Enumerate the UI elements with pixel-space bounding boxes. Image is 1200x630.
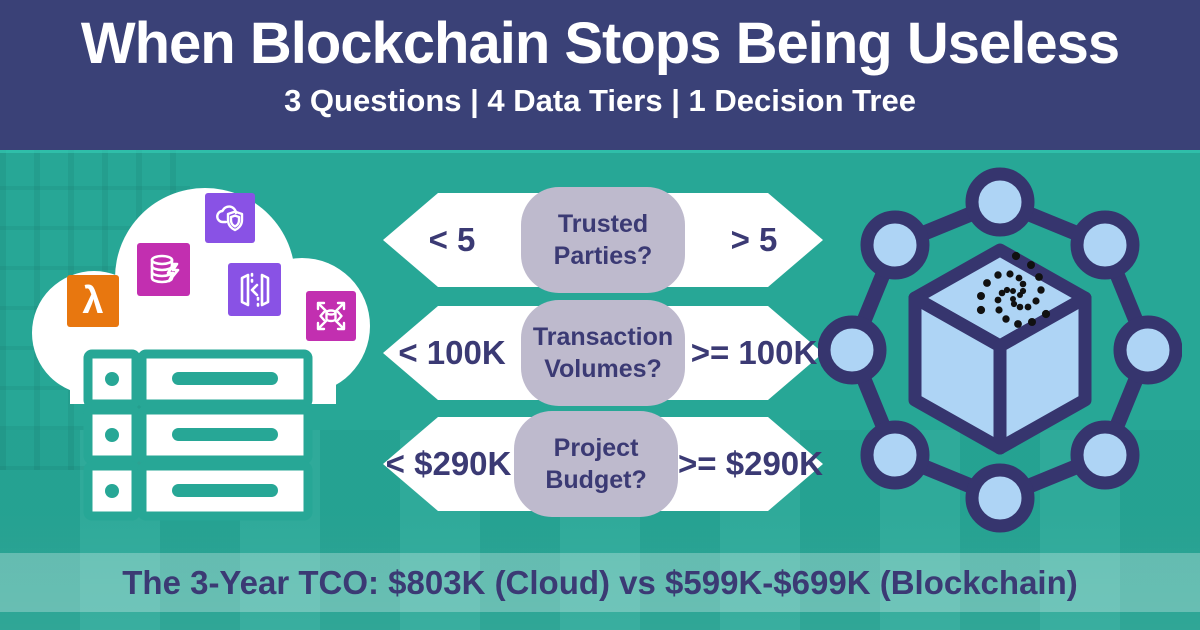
decision-row-trusted-parties: < 5 Trusted Parties? > 5 — [383, 187, 823, 293]
decision-row-project-budget: < $290K Project Budget? >= $290K — [383, 411, 823, 517]
network-nodes — [817, 167, 1183, 533]
decision-option-right: >= $290K — [678, 445, 823, 482]
cloud-stack-graphic: λ — [22, 168, 374, 536]
header-banner: When Blockchain Stops Being Useless 3 Qu… — [0, 0, 1200, 150]
aws-scaling-icon — [306, 291, 356, 341]
aws-lambda-icon: λ — [67, 275, 119, 327]
decision-option-left: < 5 — [428, 221, 476, 258]
tco-banner: The 3-Year TCO: $803K (Cloud) vs $599K-$… — [0, 553, 1200, 612]
decision-question-text: Project Budget? — [545, 433, 647, 495]
iota-logo-dots — [976, 251, 1051, 328]
decision-row-transaction-volumes: < 100K Transaction Volumes? >= 100K — [383, 300, 823, 406]
aws-api-gateway-icon — [228, 263, 281, 316]
decision-question-pill: Project Budget? — [514, 411, 679, 517]
page-title: When Blockchain Stops Being Useless — [80, 11, 1120, 76]
decision-option-right: > 5 — [730, 221, 778, 258]
decision-question-text: Trusted Parties? — [553, 209, 653, 271]
decision-question-pill: Trusted Parties? — [521, 187, 685, 293]
aws-cloud-security-icon — [205, 193, 255, 243]
tco-text: The 3-Year TCO: $803K (Cloud) vs $599K-$… — [122, 563, 1078, 601]
page-subtitle: 3 Questions | 4 Data Tiers | 1 Decision … — [284, 82, 916, 118]
cube-icon — [908, 243, 1092, 455]
decision-option-right: >= 100K — [690, 334, 818, 371]
server-rack-icon — [83, 349, 313, 521]
decision-option-left: < 100K — [398, 334, 506, 371]
decision-question-pill: Transaction Volumes? — [521, 300, 685, 406]
decision-option-left: < $290K — [385, 445, 512, 482]
decision-question-text: Transaction Volumes? — [532, 322, 674, 384]
header-accent-line — [0, 150, 1200, 153]
blockchain-network-icon — [817, 158, 1183, 550]
aws-database-icon — [137, 243, 190, 296]
cloud-icon — [32, 188, 370, 521]
